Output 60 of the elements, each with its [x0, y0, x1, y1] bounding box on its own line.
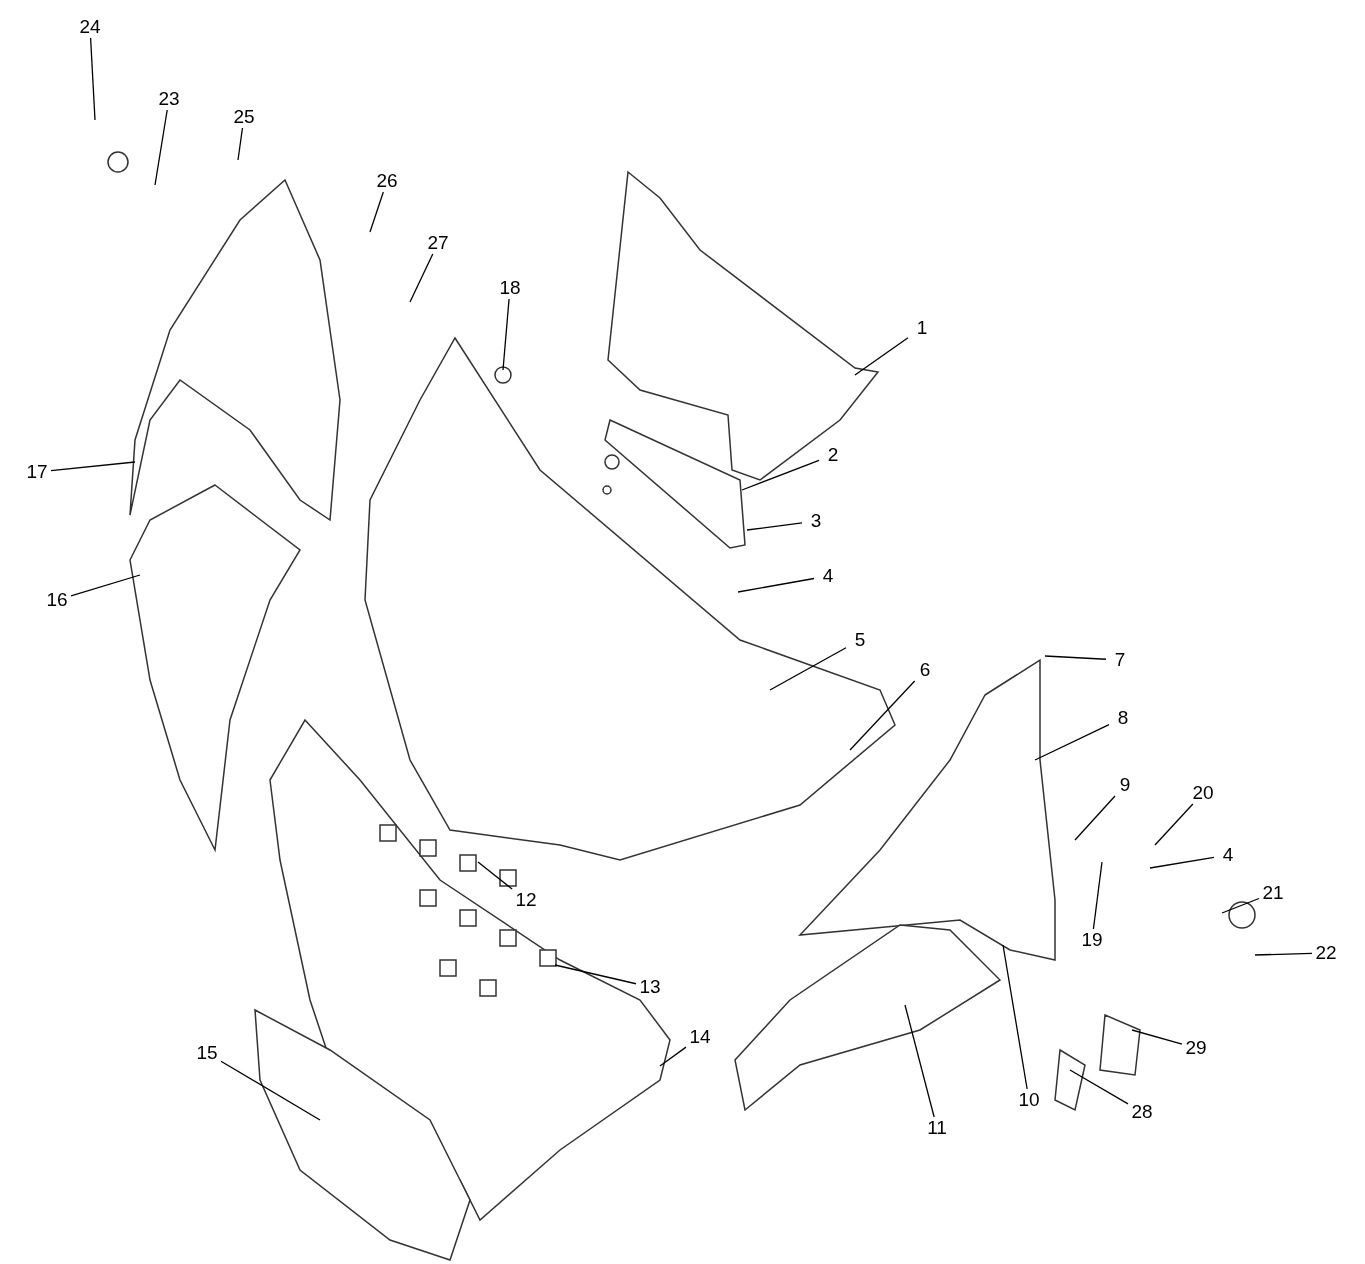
leader-line	[746, 522, 803, 531]
callout-number: 29	[1182, 1038, 1210, 1058]
leader-line	[849, 680, 916, 751]
callout-number: 23	[155, 89, 183, 109]
leader-line	[1044, 655, 1107, 660]
callout-number: 9	[1111, 775, 1139, 795]
leader-line	[70, 574, 141, 597]
callout-number: 4	[1214, 845, 1242, 865]
leader-line	[1149, 856, 1215, 869]
leader-line	[737, 577, 815, 593]
callout-number: 3	[802, 511, 830, 531]
callout-number: 19	[1078, 930, 1106, 950]
leader-line	[769, 647, 847, 691]
leader-line	[369, 191, 384, 233]
leader-line	[50, 461, 136, 472]
callout-number: 16	[43, 590, 71, 610]
callout-number: 24	[76, 17, 104, 37]
leader-line	[854, 337, 909, 376]
leader-line	[741, 459, 820, 491]
callout-number: 2	[819, 445, 847, 465]
callout-number: 7	[1106, 650, 1134, 670]
callout-number: 13	[636, 977, 664, 997]
leader-line	[237, 127, 244, 161]
callout-number: 5	[846, 630, 874, 650]
callout-number: 14	[686, 1027, 714, 1047]
leader-line	[554, 964, 637, 985]
leader-line	[659, 1046, 687, 1067]
callout-number: 17	[23, 462, 51, 482]
callout-number: 1	[908, 318, 936, 338]
leader-line	[477, 861, 513, 890]
callout-number: 10	[1015, 1090, 1043, 1110]
callout-number: 12	[512, 890, 540, 910]
callout-number: 11	[923, 1118, 951, 1138]
callout-number: 28	[1128, 1102, 1156, 1122]
leader-line	[1092, 861, 1103, 930]
leader-line	[220, 1060, 321, 1121]
leader-line	[1002, 944, 1028, 1090]
leader-line	[1254, 952, 1313, 956]
leader-line	[1069, 1069, 1129, 1105]
callout-number: 20	[1189, 783, 1217, 803]
leader-line	[409, 253, 434, 303]
callout-number: 4	[814, 566, 842, 586]
leader-line	[1221, 897, 1260, 914]
callout-number: 6	[911, 660, 939, 680]
callout-number: 27	[424, 233, 452, 253]
callout-number: 8	[1109, 708, 1137, 728]
leader-line	[904, 1004, 935, 1118]
leader-line	[1131, 1029, 1183, 1045]
leader-line	[1154, 803, 1194, 846]
callout-number: 25	[230, 107, 258, 127]
callout-number: 21	[1259, 883, 1287, 903]
leader-line	[1034, 724, 1110, 761]
leader-line	[1074, 795, 1116, 841]
callout-number: 18	[496, 278, 524, 298]
leader-line	[89, 37, 96, 121]
callout-number: 22	[1312, 943, 1340, 963]
callout-number: 26	[373, 171, 401, 191]
leader-line	[502, 298, 510, 371]
leader-line	[154, 109, 168, 186]
callout-number: 15	[193, 1043, 221, 1063]
